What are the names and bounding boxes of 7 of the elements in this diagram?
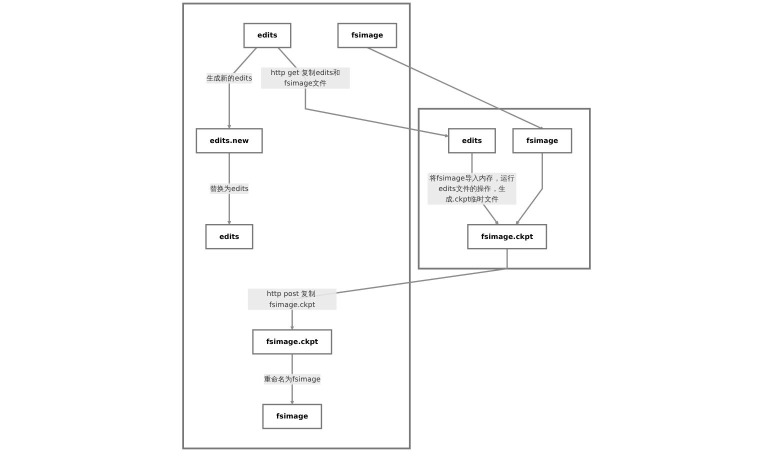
cluster	[182, 2, 411, 450]
arrow	[278, 47, 449, 138]
arrow	[366, 46, 544, 130]
arrow	[227, 152, 232, 225]
arrow	[227, 47, 258, 129]
arrow	[516, 152, 543, 225]
cluster	[418, 108, 591, 270]
